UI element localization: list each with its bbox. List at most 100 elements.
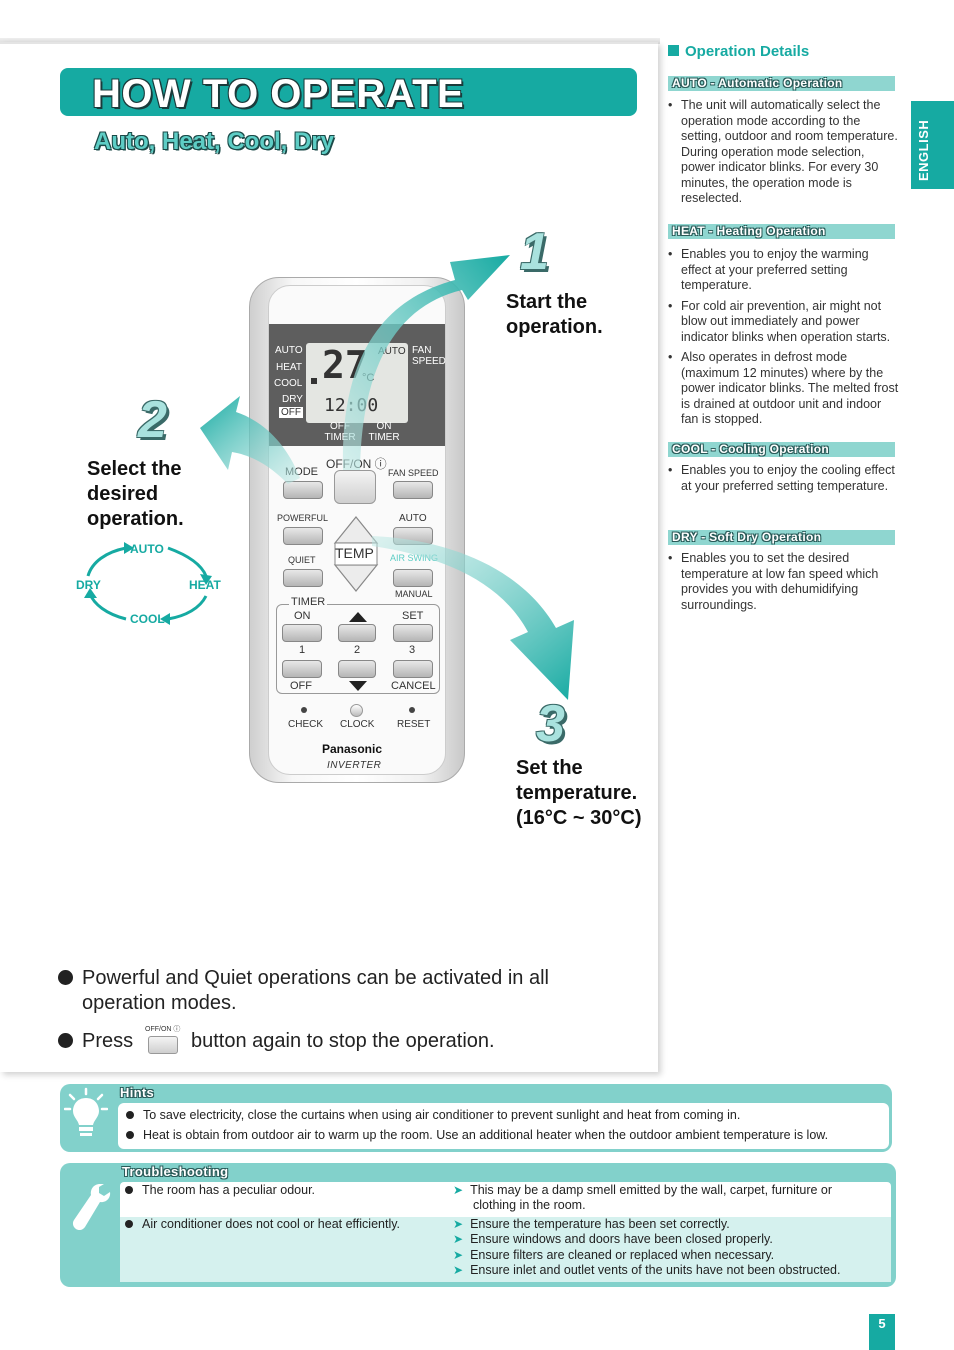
bullet-icon — [58, 1033, 73, 1048]
wrench-icon — [72, 1184, 111, 1231]
lcd-auto-indicator: AUTO — [378, 346, 406, 357]
troubleshooting-title: Troubleshooting — [122, 1164, 229, 1179]
hints-box — [118, 1103, 889, 1149]
lcd-mode-heat: HEAT — [276, 362, 302, 373]
ts-solution-2b: ➤Ensure windows and doors have been clos… — [453, 1232, 773, 1246]
operation-details-title: Operation Details — [668, 43, 809, 60]
section-auto-list: The unit will automatically select the o… — [668, 98, 900, 212]
lcd-on-timer: ON TIMER — [368, 421, 400, 443]
language-tab-label: ENGLISH — [916, 119, 931, 181]
mini-button-face — [148, 1036, 178, 1054]
section-heat-head: HEAT - Heating Operation — [668, 224, 895, 239]
manual-swing-button[interactable] — [393, 569, 433, 587]
mini-button-label: OFF/ON ⓘ — [145, 1026, 181, 1033]
bullet-icon — [125, 1220, 133, 1228]
note-press: Press — [58, 1029, 133, 1054]
ts-solution-2a-text: Ensure the temperature has been set corr… — [470, 1217, 730, 1231]
timer-set-button[interactable] — [393, 624, 433, 642]
page-number: 5 — [869, 1314, 895, 1350]
reset-label: RESET — [397, 719, 431, 730]
lcd-indicator — [311, 378, 317, 384]
top-divider — [0, 38, 660, 44]
note-line-1: Powerful and Quiet operations can be act… — [82, 967, 549, 989]
section-dry-head: DRY - Soft Dry Operation — [668, 530, 895, 545]
ts-problem-1: The room has a peculiar odour. — [125, 1183, 315, 1197]
brand-logo: Panasonic — [322, 742, 383, 756]
arrow-right-icon: ➤ — [453, 1183, 464, 1197]
hint-item-2: Heat is obtain from outdoor air to warm … — [126, 1128, 828, 1142]
quiet-button[interactable] — [283, 569, 323, 587]
arrow-right-icon: ➤ — [453, 1248, 464, 1262]
timer-off-label: OFF — [290, 680, 312, 692]
hint-item-1: To save electricity, close the curtains … — [126, 1108, 740, 1122]
step-3-number: 3 — [536, 695, 565, 753]
section-dry-list: Enables you to set the desired temperatu… — [668, 551, 900, 618]
page-title: HOW TO OPERATE — [92, 72, 465, 116]
lcd-mode-cool: COOL — [274, 378, 303, 389]
quiet-label: QUIET — [288, 555, 316, 565]
reset-button[interactable] — [409, 707, 415, 713]
arrow-right-icon: ➤ — [453, 1232, 464, 1246]
timer-on-button[interactable] — [282, 624, 322, 642]
lcd-off: OFF — [279, 407, 303, 418]
cycle-cool: COOL — [130, 612, 165, 626]
language-tab — [911, 101, 954, 189]
list-item: Enables you to enjoy the cooling effect … — [668, 463, 900, 494]
step-1-number: 1 — [520, 223, 549, 281]
timer-cancel-label: CANCEL — [391, 680, 436, 692]
offon-mini-button: OFF/ON ⓘ — [145, 1024, 181, 1058]
mode-label: MODE — [285, 466, 318, 478]
lcd-temperature: 27 — [322, 343, 368, 387]
powerful-button[interactable] — [283, 527, 323, 545]
page-subtitle: Auto, Heat, Cool, Dry — [94, 128, 335, 155]
timer-label: TIMER — [289, 596, 328, 608]
operation-details-text: Operation Details — [685, 43, 810, 60]
note-line-1b: operation modes. — [82, 992, 237, 1014]
arrow-right-icon: ➤ — [453, 1263, 464, 1277]
ts-problem-1-text: The room has a peculiar odour. — [142, 1183, 316, 1197]
timer-on-label: ON — [294, 610, 311, 622]
step-2-number: 2 — [138, 391, 167, 449]
section-cool-list: Enables you to enjoy the cooling effect … — [668, 463, 900, 499]
cycle-heat: HEAT — [189, 578, 221, 592]
list-item: Enables you to set the desired temperatu… — [668, 551, 900, 613]
ts-solution-2d: ➤ Ensure inlet and outlet vents of the un… — [453, 1263, 840, 1277]
fan-speed-button[interactable] — [393, 481, 433, 499]
offon-button[interactable] — [334, 470, 376, 504]
temp-label: TEMP — [335, 545, 374, 561]
list-item: The unit will automatically select the o… — [668, 98, 900, 207]
timer-cancel-button[interactable] — [393, 660, 433, 678]
auto-swing-button[interactable] — [393, 527, 433, 545]
ts-solution-2c-text: Ensure filters are cleaned or replaced w… — [470, 1248, 775, 1262]
cycle-auto: AUTO — [130, 542, 164, 556]
timer-up-button[interactable] — [338, 624, 376, 642]
list-item: Enables you to enjoy the warming effect … — [668, 247, 900, 294]
troubleshooting-row-2-bg — [120, 1217, 891, 1282]
section-cool-head: COOL - Cooling Operation — [668, 442, 895, 457]
check-button[interactable] — [301, 707, 307, 713]
timer-2-label: 2 — [354, 644, 361, 656]
ts-solution-1: ➤This may be a damp smell emitted by the… — [453, 1183, 873, 1213]
hints-title: Hints — [120, 1085, 154, 1100]
timer-1-label: 1 — [299, 644, 306, 656]
timer-down-button[interactable] — [338, 660, 376, 678]
note-press-word: Press — [82, 1030, 134, 1052]
timer-off-button[interactable] — [282, 660, 322, 678]
hint-text-2: Heat is obtain from outdoor air to warm … — [143, 1128, 829, 1142]
powerful-label: POWERFUL — [277, 513, 329, 523]
triangle-down-icon — [349, 681, 367, 691]
title-bar — [60, 68, 637, 116]
ts-problem-2-text: Air conditioner does not cool or heat ef… — [142, 1217, 401, 1231]
arrow-right-icon: ➤ — [453, 1217, 464, 1231]
ts-problem-2: Air conditioner does not cool or heat ef… — [125, 1217, 400, 1231]
inverter-label: INVERTER — [327, 760, 382, 771]
timer-3-label: 3 — [409, 644, 416, 656]
note-powerful-quiet: Powerful and Quiet operations can be act… — [58, 966, 549, 991]
mode-button[interactable] — [283, 481, 323, 499]
clock-button[interactable] — [350, 704, 363, 717]
lcd-unit: °C — [362, 372, 375, 384]
list-item: Also operates in defrost mode (maximum 1… — [668, 350, 900, 428]
cycle-dry: DRY — [76, 578, 101, 592]
ts-solution-2d-text: Ensure inlet and outlet vents of the uni… — [470, 1263, 841, 1277]
temp-up-down-pad[interactable] — [333, 515, 379, 593]
